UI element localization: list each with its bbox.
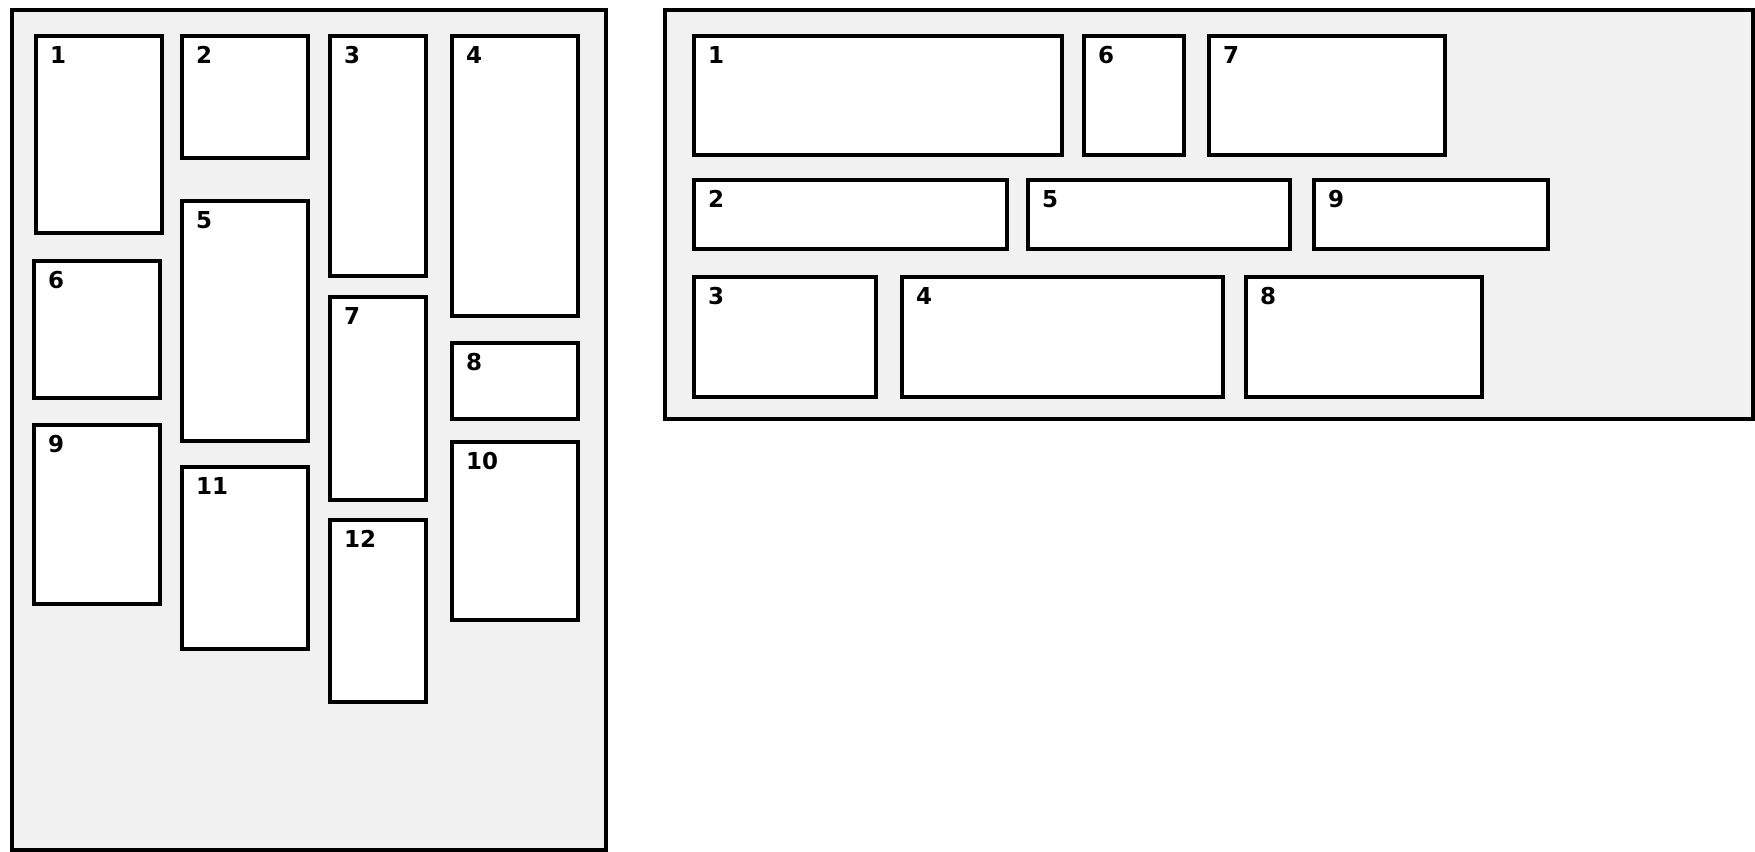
- box-label: 3: [344, 43, 361, 69]
- box-6[interactable]: 6: [32, 259, 162, 400]
- box-label: 2: [196, 43, 213, 69]
- box-10[interactable]: 10: [450, 440, 580, 622]
- box-label: 7: [344, 304, 361, 330]
- right-container: 1 6 7 2 5 9 3 4 8: [663, 8, 1755, 421]
- box-12[interactable]: 12: [328, 518, 428, 704]
- box-label: 3: [708, 284, 725, 310]
- box-label: 12: [344, 527, 377, 553]
- box-5[interactable]: 5: [1026, 178, 1292, 251]
- box-8[interactable]: 8: [1244, 275, 1484, 399]
- box-2[interactable]: 2: [692, 178, 1009, 251]
- box-9[interactable]: 9: [1312, 178, 1550, 251]
- box-3[interactable]: 3: [328, 34, 428, 278]
- box-4[interactable]: 4: [450, 34, 580, 318]
- box-3[interactable]: 3: [692, 275, 878, 399]
- box-label: 5: [1042, 187, 1059, 213]
- box-8[interactable]: 8: [450, 341, 580, 421]
- box-label: 8: [466, 350, 483, 376]
- box-5[interactable]: 5: [180, 199, 310, 443]
- box-7[interactable]: 7: [328, 295, 428, 502]
- box-label: 7: [1223, 43, 1240, 69]
- box-1[interactable]: 1: [692, 34, 1064, 157]
- box-label: 9: [48, 432, 65, 458]
- box-label: 4: [466, 43, 483, 69]
- box-label: 2: [708, 187, 725, 213]
- box-label: 1: [708, 43, 725, 69]
- box-label: 4: [916, 284, 933, 310]
- box-7[interactable]: 7: [1207, 34, 1447, 157]
- box-9[interactable]: 9: [32, 423, 162, 606]
- box-label: 11: [196, 474, 229, 500]
- box-label: 5: [196, 208, 213, 234]
- box-11[interactable]: 11: [180, 465, 310, 651]
- box-label: 6: [1098, 43, 1115, 69]
- box-label: 10: [466, 449, 499, 475]
- box-6[interactable]: 6: [1082, 34, 1186, 157]
- box-label: 1: [50, 43, 67, 69]
- box-label: 6: [48, 268, 65, 294]
- box-2[interactable]: 2: [180, 34, 310, 160]
- box-1[interactable]: 1: [34, 34, 164, 235]
- box-4[interactable]: 4: [900, 275, 1225, 399]
- box-label: 8: [1260, 284, 1277, 310]
- box-label: 9: [1328, 187, 1345, 213]
